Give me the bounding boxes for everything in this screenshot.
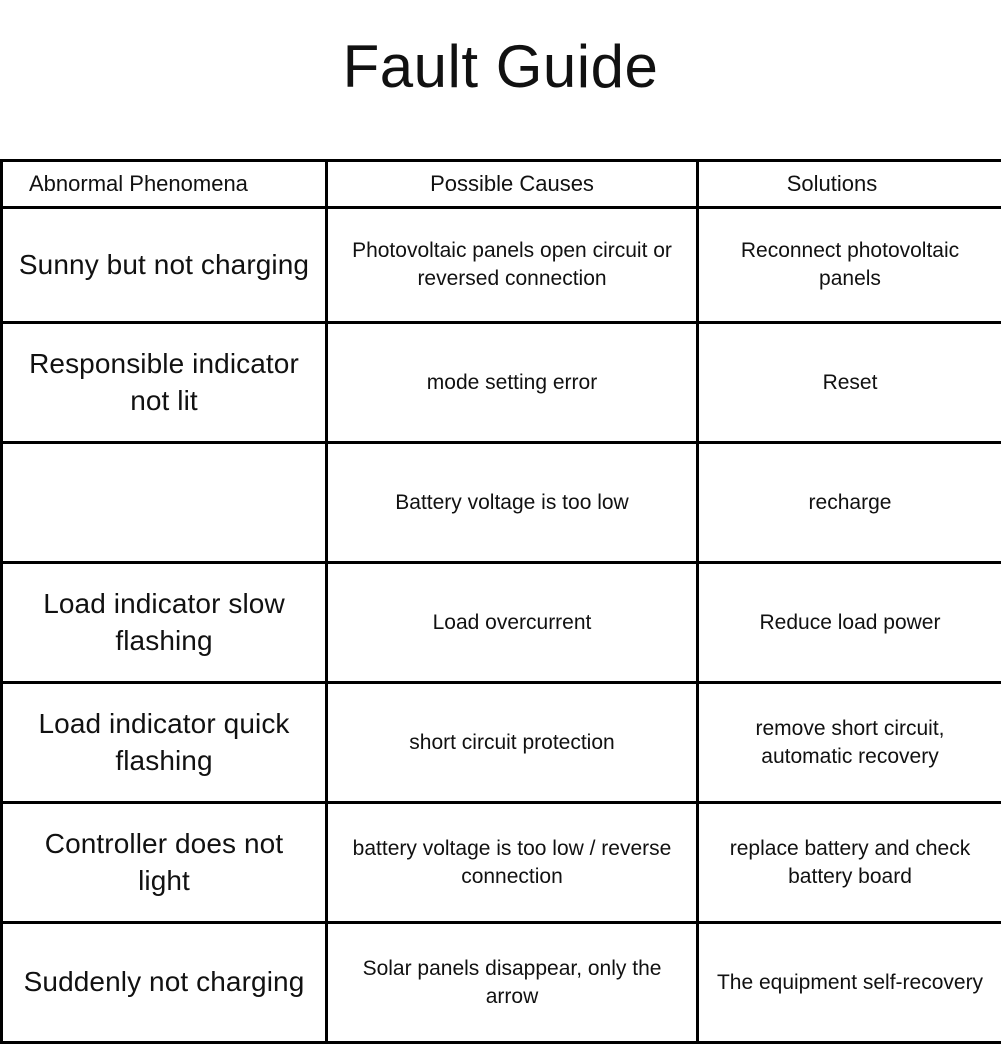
document-page: Fault Guide Abnormal Phenomena Possible …	[0, 0, 1001, 1001]
fault-guide-table: Abnormal Phenomena Possible Causes Solut…	[0, 159, 1001, 1044]
table-row: Sunny but not charging Photovoltaic pane…	[2, 208, 1001, 323]
table-row: Suddenly not charging Solar panels disap…	[2, 923, 1001, 1043]
page-title: Fault Guide	[0, 34, 1001, 100]
cell-solution: recharge	[698, 443, 1001, 563]
table-row: Controller does not light battery voltag…	[2, 803, 1001, 923]
table-row: Responsible indicator not lit mode setti…	[2, 323, 1001, 443]
cell-solution: Reset	[698, 323, 1001, 443]
table-row: Load indicator quick flashing short circ…	[2, 683, 1001, 803]
cell-cause: Photovoltaic panels open circuit or reve…	[327, 208, 698, 323]
table-row: Battery voltage is too low recharge	[2, 443, 1001, 563]
cell-phenomena: Controller does not light	[2, 803, 327, 923]
table-header-row: Abnormal Phenomena Possible Causes Solut…	[2, 161, 1001, 208]
cell-phenomena: Load indicator slow flashing	[2, 563, 327, 683]
cell-phenomena: Responsible indicator not lit	[2, 323, 327, 443]
cell-phenomena: Suddenly not charging	[2, 923, 327, 1043]
cell-phenomena: Sunny but not charging	[2, 208, 327, 323]
column-header-abnormal-phenomena: Abnormal Phenomena	[2, 161, 327, 208]
cell-solution: remove short circuit, automatic recovery	[698, 683, 1001, 803]
cell-solution: Reduce load power	[698, 563, 1001, 683]
cell-cause: short circuit protection	[327, 683, 698, 803]
cell-solution: Reconnect photovoltaic panels	[698, 208, 1001, 323]
cell-cause: battery voltage is too low / reverse con…	[327, 803, 698, 923]
cell-solution: replace battery and check battery board	[698, 803, 1001, 923]
cell-cause: Solar panels disappear, only the arrow	[327, 923, 698, 1043]
cell-cause: mode setting error	[327, 323, 698, 443]
cell-phenomena: Load indicator quick flashing	[2, 683, 327, 803]
cell-cause: Battery voltage is too low	[327, 443, 698, 563]
cell-cause: Load overcurrent	[327, 563, 698, 683]
table-body: Sunny but not charging Photovoltaic pane…	[2, 208, 1001, 1043]
column-header-possible-causes: Possible Causes	[327, 161, 698, 208]
table-row: Load indicator slow flashing Load overcu…	[2, 563, 1001, 683]
cell-solution: The equipment self-recovery	[698, 923, 1001, 1043]
cell-phenomena	[2, 443, 327, 563]
column-header-solutions: Solutions	[698, 161, 1001, 208]
fault-guide-table-container: Abnormal Phenomena Possible Causes Solut…	[0, 159, 1001, 1044]
